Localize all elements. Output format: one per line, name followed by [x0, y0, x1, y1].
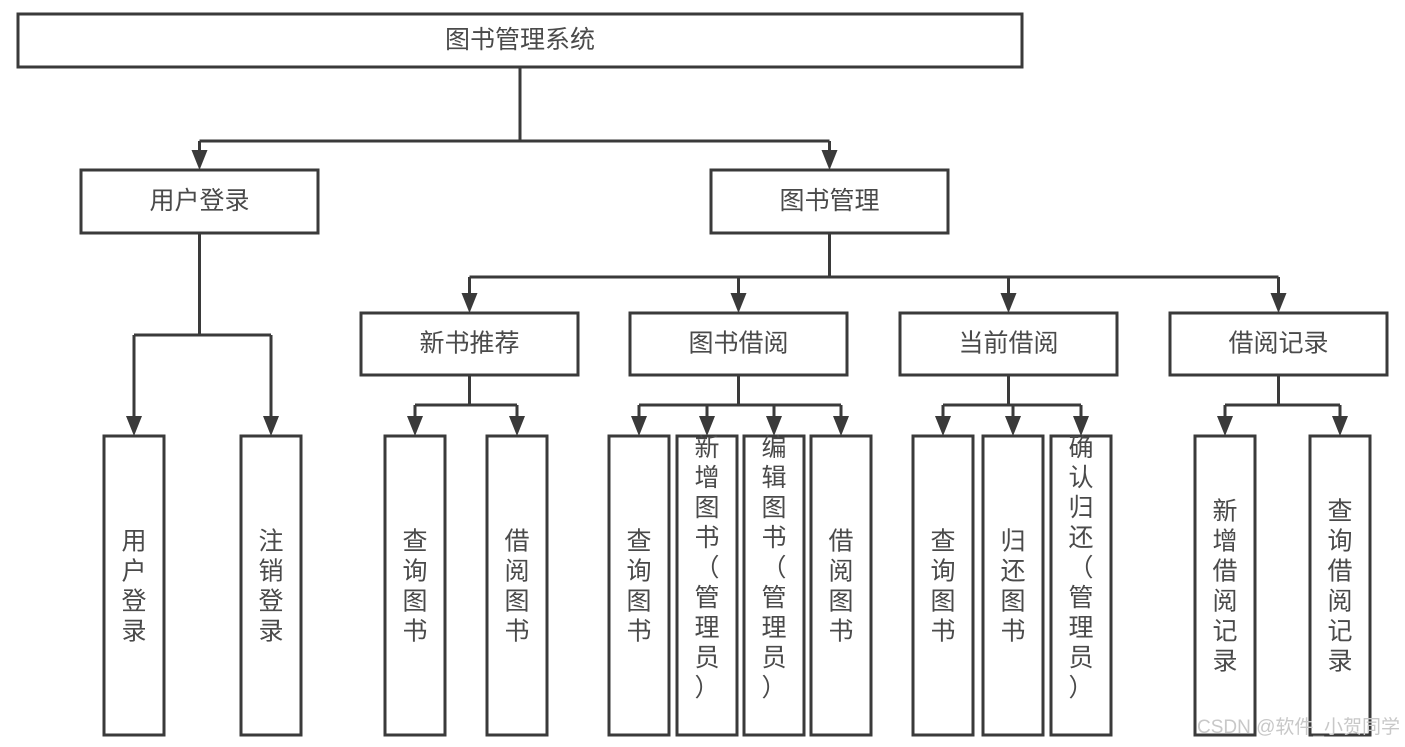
node-label-leaf-user-login: 用户登录	[121, 528, 146, 646]
node-label-leaf-borrow-book-2: 借阅图书	[828, 528, 853, 646]
node-label-new-book-recommend: 新书推荐	[419, 330, 519, 358]
node-box-book-borrow[interactable]	[628, 311, 849, 377]
node-book-manage[interactable]: 图书管理	[709, 168, 950, 235]
node-label-book-manage: 图书管理	[779, 187, 879, 215]
node-box-leaf-borrow-book-2[interactable]	[809, 434, 873, 737]
node-leaf-add-record[interactable]: 新增借阅记录	[1193, 434, 1257, 737]
node-label-undefined: 图书管理系统	[445, 26, 595, 54]
node-box-leaf-add-book[interactable]	[675, 434, 739, 737]
node-label-leaf-query-book-3: 查询图书	[930, 528, 955, 646]
node-label-leaf-borrow-book-1: 借阅图书	[504, 528, 529, 646]
node-leaf-return-book[interactable]: 归还图书	[981, 434, 1045, 737]
node-box-leaf-borrow-book-1[interactable]	[485, 434, 549, 737]
node-box-leaf-edit-book[interactable]	[742, 434, 806, 737]
node-leaf-user-login[interactable]: 用户登录	[102, 434, 166, 737]
node-box-leaf-query-book-1[interactable]	[383, 434, 447, 737]
node-box-undefined[interactable]	[16, 12, 1024, 69]
node-label-leaf-add-book: 新增图书（管理员）	[694, 434, 719, 702]
node-new-book-recommend[interactable]: 新书推荐	[359, 311, 580, 377]
node-label-leaf-user-logout: 注销登录	[258, 528, 283, 646]
node-box-borrow-record[interactable]	[1168, 311, 1389, 377]
node-borrow-record[interactable]: 借阅记录	[1168, 311, 1389, 377]
node-leaf-borrow-book-1[interactable]: 借阅图书	[485, 434, 549, 737]
node-book-borrow[interactable]: 图书借阅	[628, 311, 849, 377]
node-label-leaf-add-record: 新增借阅记录	[1212, 498, 1237, 676]
node-box-book-manage[interactable]	[709, 168, 950, 235]
node-label-leaf-query-book-2: 查询图书	[626, 528, 651, 646]
node-user-login[interactable]: 用户登录	[79, 168, 320, 235]
node-leaf-query-book-2[interactable]: 查询图书	[607, 434, 671, 737]
node-box-leaf-confirm-return[interactable]	[1049, 434, 1113, 737]
node-label-borrow-record: 借阅记录	[1228, 330, 1328, 358]
node-label-leaf-query-record: 查询借阅记录	[1327, 498, 1352, 676]
node-box-current-borrow[interactable]	[898, 311, 1119, 377]
node-box-leaf-add-record[interactable]	[1193, 434, 1257, 737]
node-box-leaf-query-record[interactable]	[1308, 434, 1372, 737]
node-current-borrow[interactable]: 当前借阅	[898, 311, 1119, 377]
node-label-book-borrow: 图书借阅	[688, 330, 788, 358]
node-box-new-book-recommend[interactable]	[359, 311, 580, 377]
node-label-user-login: 用户登录	[149, 187, 249, 215]
node-leaf-user-logout[interactable]: 注销登录	[239, 434, 303, 737]
node-label-leaf-edit-book: 编辑图书（管理员）	[761, 434, 786, 702]
node-leaf-query-book-1[interactable]: 查询图书	[383, 434, 447, 737]
node-undefined[interactable]: 图书管理系统	[16, 12, 1024, 69]
connector-layer	[126, 67, 1348, 436]
node-box-leaf-user-login[interactable]	[102, 434, 166, 737]
node-box-leaf-query-book-2[interactable]	[607, 434, 671, 737]
node-leaf-confirm-return[interactable]: 确认归还（管理员）	[1049, 434, 1113, 737]
node-leaf-add-book[interactable]: 新增图书（管理员）	[675, 434, 739, 737]
node-box-leaf-user-logout[interactable]	[239, 434, 303, 737]
node-leaf-borrow-book-2[interactable]: 借阅图书	[809, 434, 873, 737]
node-box-leaf-query-book-3[interactable]	[911, 434, 975, 737]
node-label-leaf-query-book-1: 查询图书	[402, 528, 427, 646]
node-layer: 图书管理系统用户登录图书管理新书推荐图书借阅当前借阅借阅记录用户登录注销登录查询…	[16, 12, 1389, 737]
node-leaf-query-book-3[interactable]: 查询图书	[911, 434, 975, 737]
node-label-leaf-return-book: 归还图书	[1000, 528, 1025, 646]
node-label-current-borrow: 当前借阅	[958, 330, 1058, 358]
node-box-user-login[interactable]	[79, 168, 320, 235]
csdn-watermark: CSDN @软件_小贺同学	[1197, 716, 1400, 738]
node-leaf-edit-book[interactable]: 编辑图书（管理员）	[742, 434, 806, 737]
node-leaf-query-record[interactable]: 查询借阅记录	[1308, 434, 1372, 737]
node-box-leaf-return-book[interactable]	[981, 434, 1045, 737]
node-label-leaf-confirm-return: 确认归还（管理员）	[1068, 434, 1093, 702]
